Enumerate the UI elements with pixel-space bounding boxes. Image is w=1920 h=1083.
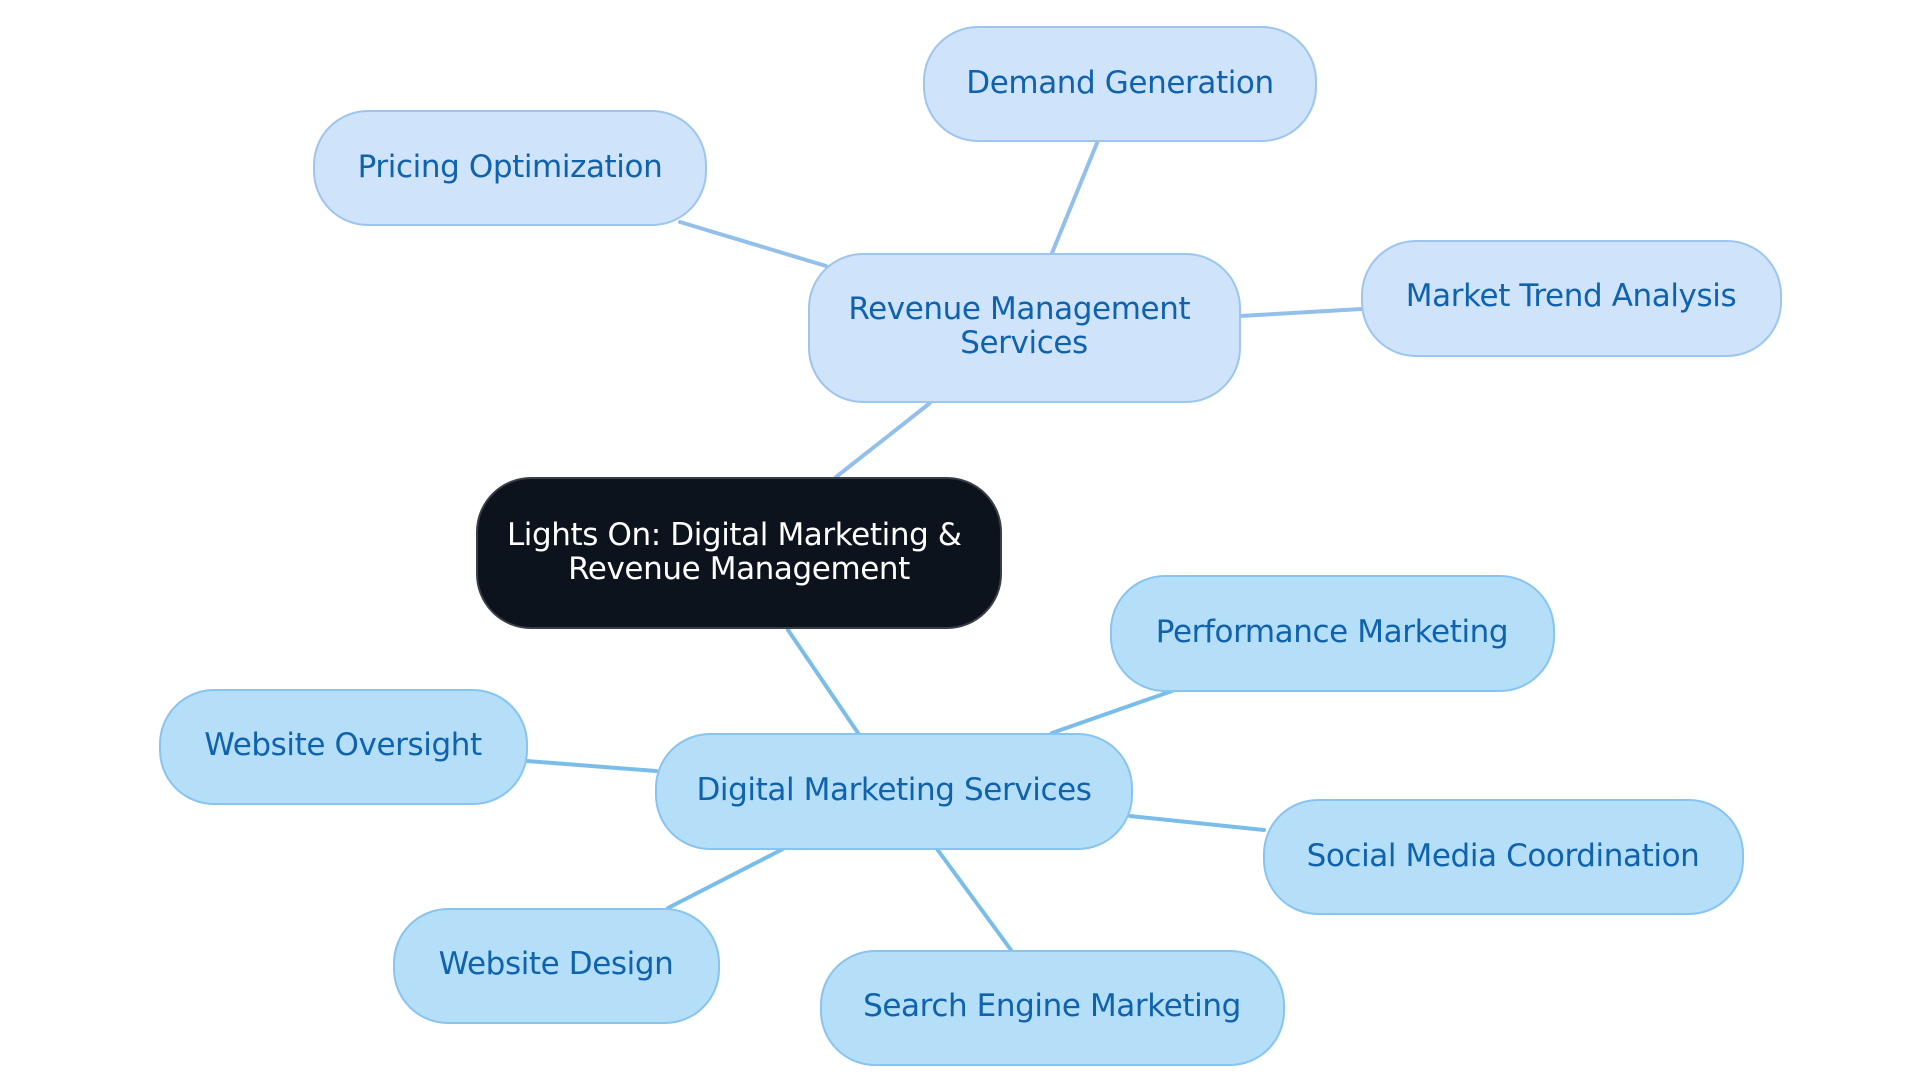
connector-digital-performance [1050, 689, 1174, 735]
market-trend-analysis-node[interactable]: Market Trend Analysis [1361, 240, 1782, 357]
demand-generation-node[interactable]: Demand Generation [923, 26, 1317, 142]
revenue-management-label-line1: Revenue Management [848, 291, 1190, 327]
demand-generation-label: Demand Generation [966, 65, 1273, 101]
digital-marketing-label: Digital Marketing Services [696, 772, 1091, 808]
search-engine-marketing-label: Search Engine Marketing [863, 988, 1241, 1024]
website-oversight-label: Website Oversight [204, 727, 482, 763]
connectors [525, 141, 1364, 952]
market-trend-analysis-label: Market Trend Analysis [1406, 278, 1736, 314]
revenue-management-label: Revenue Management Services [848, 291, 1199, 361]
connector-revenue-demand [1050, 141, 1099, 255]
social-media-coordination-node[interactable]: Social Media Coordination [1263, 799, 1744, 915]
search-engine-marketing-node[interactable]: Search Engine Marketing [820, 950, 1285, 1066]
search-engine-marketing-node-box [820, 950, 1285, 1066]
pricing-optimization-node[interactable]: Pricing Optimization [313, 110, 707, 226]
digital-marketing-node[interactable]: Digital Marketing Services [655, 733, 1133, 850]
root-label-line2: Revenue Management [568, 551, 910, 587]
connector-root-revenue [834, 401, 932, 479]
root-node-label: Lights On: Digital Marketing & Revenue M… [507, 517, 971, 587]
root-node[interactable]: Lights On: Digital Marketing & Revenue M… [476, 477, 1002, 629]
connector-digital-website-design [666, 847, 785, 910]
revenue-management-node[interactable]: Revenue Management Services [808, 253, 1241, 403]
website-design-node-box [393, 908, 720, 1024]
connector-revenue-pricing [678, 220, 828, 268]
performance-marketing-label: Performance Marketing [1156, 614, 1508, 650]
website-design-node[interactable]: Website Design [393, 908, 720, 1024]
revenue-management-node-box [808, 253, 1241, 403]
pricing-optimization-label: Pricing Optimization [358, 149, 663, 185]
connector-root-digital [786, 628, 860, 735]
performance-marketing-node-box [1110, 575, 1555, 692]
website-oversight-node[interactable]: Website Oversight [159, 689, 528, 805]
website-design-label: Website Design [439, 946, 674, 982]
connector-digital-website-oversight [525, 759, 658, 773]
connector-revenue-market-trend [1238, 307, 1364, 318]
root-label-line1: Lights On: Digital Marketing & [507, 517, 962, 553]
digital-marketing-node-box [655, 733, 1133, 850]
connector-digital-sem [935, 847, 1013, 952]
performance-marketing-node[interactable]: Performance Marketing [1110, 575, 1555, 692]
social-media-coordination-node-box [1263, 799, 1744, 915]
website-oversight-node-box [159, 689, 528, 805]
market-trend-analysis-node-box [1361, 240, 1782, 357]
root-node-box [476, 477, 1002, 629]
demand-generation-node-box [923, 26, 1317, 142]
pricing-optimization-node-box [313, 110, 707, 226]
connector-digital-social-media [1128, 814, 1266, 832]
revenue-management-label-line2: Services [960, 325, 1088, 361]
social-media-coordination-label: Social Media Coordination [1307, 838, 1700, 874]
